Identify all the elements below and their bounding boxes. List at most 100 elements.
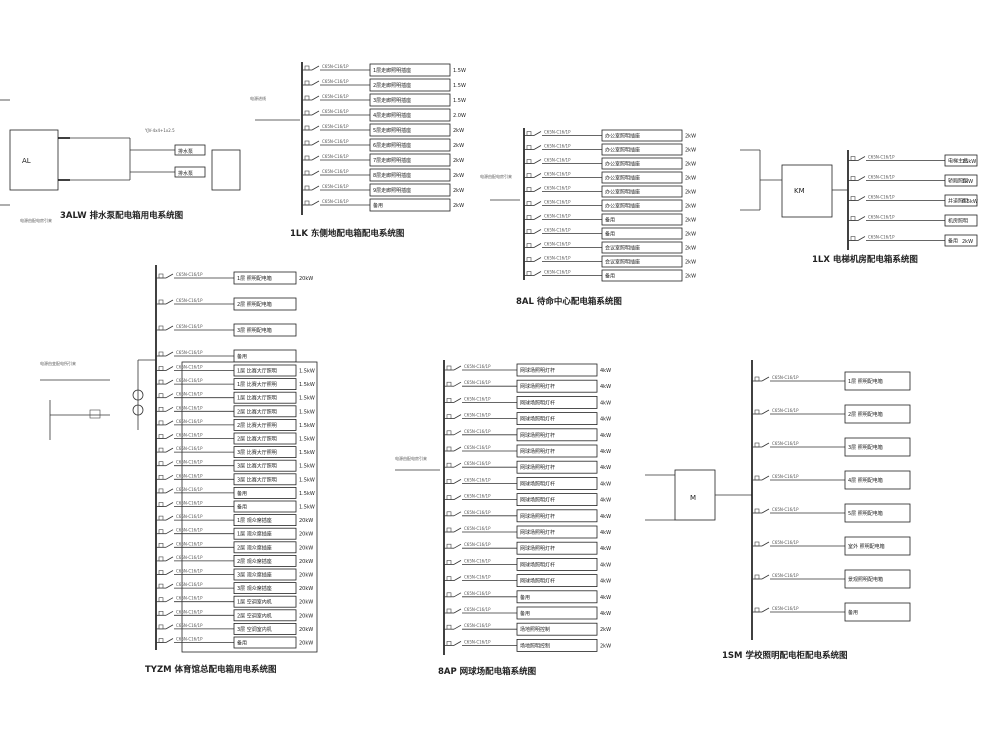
svg-text:C65N-C16/1P: C65N-C16/1P [772, 573, 799, 578]
p5top-row-box [233, 323, 297, 337]
p5-row-box [233, 568, 297, 581]
p6-row-name: 网球场照明灯杆 [520, 480, 555, 487]
p5-row-name: 2层 比赛大厅照明 [237, 436, 277, 443]
p3-row-name: 办公室照明插座 [605, 147, 640, 154]
p2-row-name: 1层走廊照明插座 [373, 67, 411, 74]
p6-row-box [516, 622, 598, 636]
elevator-ats-box [781, 164, 833, 218]
p3-row-power: 2kW [685, 218, 696, 224]
p6-row-power: 4kW [600, 449, 611, 455]
p5-row-box [233, 486, 297, 499]
svg-text:电源由配电房引来: 电源由配电房引来 [20, 217, 52, 223]
p5top-row-name: 1层 照明配电箱 [237, 275, 272, 282]
p5-row-power: 20kW [299, 559, 313, 565]
p2-row-box [369, 183, 451, 197]
svg-text:C65N-C16/1P: C65N-C16/1P [322, 154, 349, 159]
p6-row-box [516, 590, 598, 604]
svg-text:C65N-C16/1P: C65N-C16/1P [322, 139, 349, 144]
svg-text:C65N-C16/1P: C65N-C16/1P [176, 433, 203, 438]
p5-row-power: 1.5kW [299, 382, 315, 388]
p6-row-power: 4kW [600, 530, 611, 536]
svg-text:C65N-C16/1P: C65N-C16/1P [176, 514, 203, 519]
p5-row-power: 1.5kW [299, 464, 315, 470]
p5-row-power: 20kW [299, 613, 313, 619]
p6-row-power: 2kW [600, 643, 611, 649]
p6-row-box [516, 493, 598, 507]
p3-row-power: 2kW [685, 162, 696, 168]
p6-row-box [516, 639, 598, 652]
p4-row-name: 备用 [948, 238, 958, 245]
p6-row-power: 4kW [600, 384, 611, 390]
p3-row-box [601, 185, 683, 198]
svg-text:C65N-C16/1P: C65N-C16/1P [544, 130, 571, 135]
p3-row-box [601, 143, 683, 156]
p5-row-box [233, 418, 297, 431]
p5-row-name: 3层 观众席插座 [237, 585, 272, 592]
p1-row-name-2: 排水泵 [178, 170, 193, 177]
p5-row-power: 20kW [299, 518, 313, 524]
p6-row-name: 场地照明控制 [520, 642, 550, 649]
svg-text:C65N-C16/1P: C65N-C16/1P [772, 375, 799, 380]
p6-row-box [516, 363, 598, 377]
title-3alw: 3ALW 排水泵配电箱用电系统图 [60, 210, 183, 221]
p5-row-box [233, 623, 297, 635]
p6-row-box [516, 444, 598, 458]
p6-row-power: 4kW [600, 514, 611, 520]
svg-text:电源由配电房引来: 电源由配电房引来 [395, 455, 427, 461]
p6-row-name: 网球场照明灯杆 [520, 464, 555, 471]
p5-row-power: 20kW [299, 600, 313, 606]
svg-text:C65N-C16/1P: C65N-C16/1P [772, 408, 799, 413]
panel-1lx: KM C65N-C16/1P电梯主机C65N-C16/1P轿厢照明C65N-C1… [740, 149, 978, 265]
p5-row-box [233, 514, 297, 526]
p6-row-box [516, 574, 598, 587]
p2-row-box [369, 108, 451, 122]
p2-row-box [369, 168, 451, 182]
p2-row-power: 2kW [453, 128, 464, 134]
p4-row-box [944, 234, 978, 247]
p6-row-name: 网球场照明灯杆 [520, 399, 555, 406]
p6-row-name: 网球场照明灯杆 [520, 367, 555, 374]
svg-text:C65N-C16/1P: C65N-C16/1P [464, 494, 491, 499]
p4-row-box [944, 154, 978, 167]
p1-row-box-2 [174, 166, 206, 178]
p6-row-name: 网球场照明灯杆 [520, 497, 555, 504]
title-1sm: 1SM 学校照明配电柜配电系统图 [722, 650, 847, 661]
p2-row-box [369, 78, 451, 92]
p7-row-box [844, 371, 911, 391]
svg-text:C65N-C16/1P: C65N-C16/1P [464, 526, 491, 531]
p5-row-power: 20kW [299, 532, 313, 538]
p5-row-box [233, 405, 297, 418]
p5-row-power: 1.5kW [299, 396, 315, 402]
svg-text:C65N-C16/1P: C65N-C16/1P [176, 419, 203, 424]
p6-row-name: 网球场照明灯杆 [520, 383, 555, 390]
svg-text:C65N-C16/1P: C65N-C16/1P [176, 350, 203, 355]
p5-row-box [233, 609, 297, 622]
p6-row-name: 网球场照明灯杆 [520, 432, 555, 439]
p5-row-box [233, 527, 297, 540]
p7-row-name: 1层 照明配电箱 [848, 378, 883, 385]
svg-text:C65N-C16/1P: C65N-C16/1P [176, 272, 203, 277]
p5-row-power: 1.5kW [299, 369, 315, 375]
p6-row-box [516, 428, 598, 442]
svg-text:C65N-C16/1P: C65N-C16/1P [772, 441, 799, 446]
p6-row-box [516, 541, 598, 555]
title-1lx: 1LX 电梯机房配电箱系统图 [812, 254, 918, 265]
p3-row-name: 会议室照明插座 [605, 259, 640, 266]
p4-row-power: 1kW [962, 179, 973, 185]
p7-row-box [844, 569, 911, 589]
p5-row-name: 1层 观众席插座 [237, 531, 272, 538]
p6-row-box [516, 412, 598, 426]
p5-row-power: 1.5kW [299, 491, 315, 497]
p5top-row-name: 备用 [237, 353, 247, 360]
p6-row-power: 4kW [600, 368, 611, 374]
svg-text:C65N-C16/1P: C65N-C16/1P [464, 575, 491, 580]
p6-row-box [516, 525, 598, 539]
p5-row-power: 20kW [299, 573, 313, 579]
svg-text:C65N-C16/1P: C65N-C16/1P [176, 623, 203, 628]
p7-row-name: 5层 照明配电箱 [848, 510, 883, 517]
p6-row-power: 4kW [600, 433, 611, 439]
svg-text:C65N-C16/1P: C65N-C16/1P [868, 215, 895, 220]
p3-row-box [601, 171, 683, 184]
p2-row-box [369, 198, 451, 212]
